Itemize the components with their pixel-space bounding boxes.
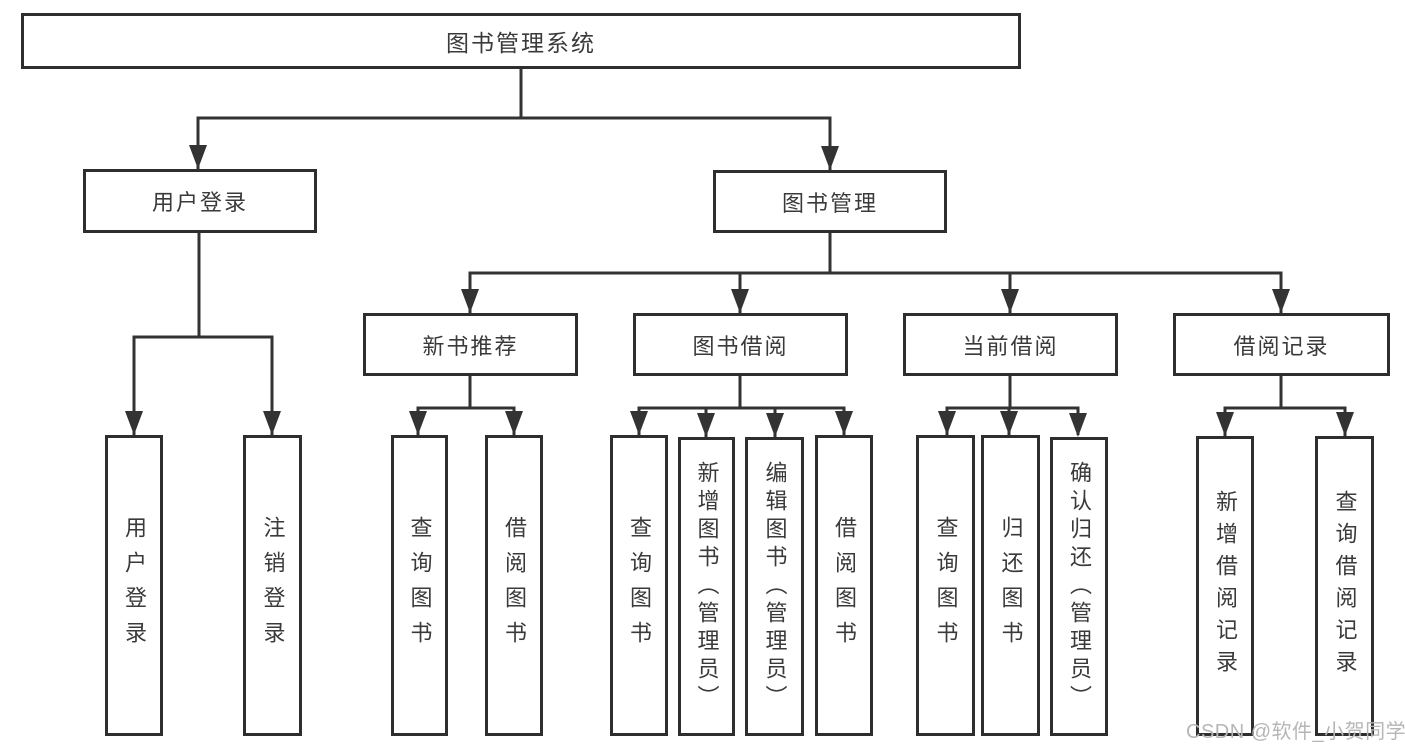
arrow-down-icon [505, 411, 523, 435]
node-leaf-nbr-query-books-label: 查询图书 [407, 515, 433, 656]
arrow-down-icon [1001, 289, 1019, 313]
arrow-down-icon [766, 413, 784, 437]
node-leaf-bb-borrow-books-label: 借阅图书 [832, 515, 857, 656]
node-leaf-cb-confirm-return-admin: 确认归还（管理员） [1050, 437, 1108, 736]
node-book-borrow: 图书借阅 [633, 313, 848, 376]
arrow-down-icon [630, 411, 648, 435]
node-leaf-bb-edit-books-admin-label: 编辑图书（管理员） [762, 460, 788, 713]
arrowheads [125, 145, 1354, 437]
arrow-down-icon [189, 145, 207, 169]
connector-new-book-rec-children [416, 376, 516, 435]
node-book-borrow-label: 图书借阅 [692, 333, 789, 359]
connector-book-borrow-children [637, 376, 846, 437]
node-user-login: 用户登录 [83, 169, 317, 233]
node-user-login-label: 用户登录 [151, 190, 248, 215]
arrow-down-icon [1000, 411, 1018, 435]
node-leaf-bb-add-books-admin-label: 新增图书（管理员） [694, 460, 720, 713]
node-borrow-records: 借阅记录 [1173, 313, 1390, 376]
connector-current-borrow-children [945, 376, 1080, 435]
node-leaf-bb-edit-books-admin: 编辑图书（管理员） [745, 437, 804, 736]
arrow-down-icon [1272, 289, 1290, 313]
arrow-down-icon [125, 411, 143, 435]
node-leaf-cb-return-books-label: 归还图书 [998, 515, 1024, 656]
connector-user-login-children [132, 233, 274, 435]
arrow-down-icon [697, 413, 715, 437]
node-leaf-user-login: 用户登录 [105, 435, 163, 736]
arrow-down-icon [1069, 413, 1087, 437]
node-leaf-br-query-record: 查询借阅记录 [1315, 436, 1374, 736]
node-leaf-cb-query-books-label: 查询图书 [933, 515, 959, 656]
node-leaf-bb-add-books-admin: 新增图书（管理员） [678, 437, 735, 736]
connector-root-to-level2 [196, 69, 832, 170]
arrow-down-icon [938, 411, 956, 435]
node-leaf-br-query-record-label: 查询借阅记录 [1332, 490, 1358, 682]
arrow-down-icon [1216, 412, 1234, 436]
node-leaf-nbr-query-books: 查询图书 [391, 435, 448, 736]
node-leaf-logout-label: 注销登录 [260, 515, 286, 656]
node-current-borrow: 当前借阅 [903, 313, 1118, 376]
node-current-borrow-label: 当前借阅 [962, 333, 1059, 359]
node-root-label: 图书管理系统 [446, 30, 596, 56]
node-leaf-br-add-record: 新增借阅记录 [1196, 436, 1254, 736]
connector-borrow-records-children [1223, 376, 1347, 436]
arrow-down-icon [731, 289, 749, 313]
arrow-down-icon [821, 146, 839, 170]
node-leaf-user-login-label: 用户登录 [122, 515, 147, 656]
node-book-mgmt-label: 图书管理 [781, 190, 878, 216]
node-leaf-nbr-borrow-books: 借阅图书 [485, 435, 543, 736]
node-leaf-cb-return-books: 归还图书 [981, 435, 1040, 736]
node-borrow-records-label: 借阅记录 [1233, 333, 1330, 359]
node-leaf-bb-query-books-label: 查询图书 [627, 515, 652, 656]
arrow-down-icon [461, 289, 479, 313]
node-new-book-rec: 新书推荐 [363, 313, 578, 376]
node-leaf-logout: 注销登录 [243, 435, 302, 736]
arrow-down-icon [409, 411, 427, 435]
node-root: 图书管理系统 [21, 13, 1021, 69]
node-leaf-cb-query-books: 查询图书 [916, 435, 975, 736]
connector-book-mgmt-children [468, 233, 1283, 313]
node-leaf-br-add-record-label: 新增借阅记录 [1213, 490, 1238, 682]
node-leaf-bb-query-books: 查询图书 [610, 435, 668, 736]
node-leaf-nbr-borrow-books-label: 借阅图书 [502, 515, 527, 656]
node-leaf-bb-borrow-books: 借阅图书 [815, 435, 873, 736]
csdn-watermark: CSDN @软件_小贺同学 [1186, 721, 1405, 743]
arrow-down-icon [263, 411, 281, 435]
node-leaf-cb-confirm-return-admin-label: 确认归还（管理员） [1067, 460, 1092, 713]
arrow-down-icon [1336, 412, 1354, 436]
node-book-mgmt: 图书管理 [713, 170, 947, 233]
arrow-down-icon [835, 411, 853, 435]
node-new-book-rec-label: 新书推荐 [422, 333, 519, 359]
